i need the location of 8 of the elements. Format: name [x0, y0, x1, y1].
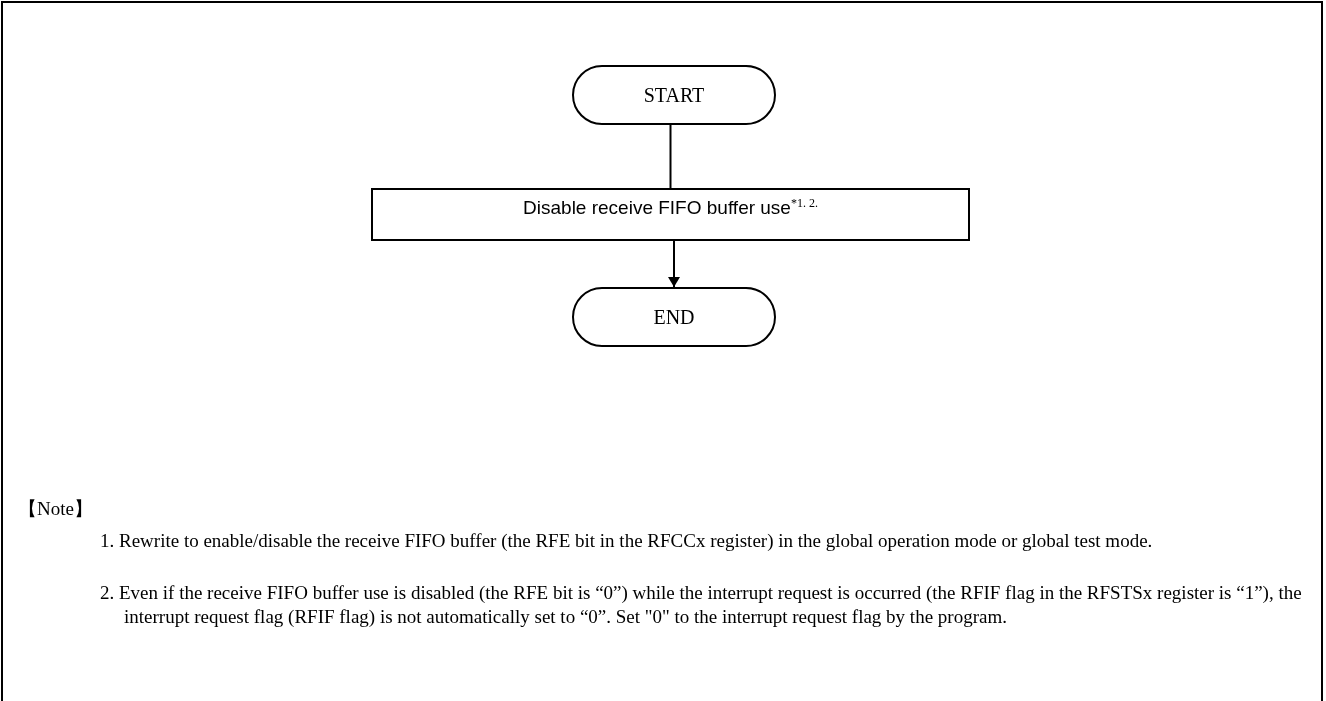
note-heading: 【Note】 — [18, 497, 94, 521]
connector-line — [669, 124, 672, 189]
note-text: 2. Even if the receive FIFO buffer use is disabled (the RFE bit is “0”) while the interrupt request is occurred (the RFIF flag in the RFSTSx register is “1”), the interrupt request flag (RFIF flag) is not automatically set to “0”. Set "0" to the interrupt request flag by the program. — [100, 581, 1303, 629]
terminator-box: END — [572, 287, 776, 347]
note-text: 1. Rewrite to enable/disable the receive FIFO buffer (the RFE bit in the RFCCx register) in the global operation mode or global test mode. — [100, 529, 1154, 553]
terminator-box: START — [572, 65, 776, 125]
arrow — [668, 240, 680, 288]
process-box: Disable receive FIFO buffer use$^{*1. 2.}$ — [371, 188, 970, 241]
